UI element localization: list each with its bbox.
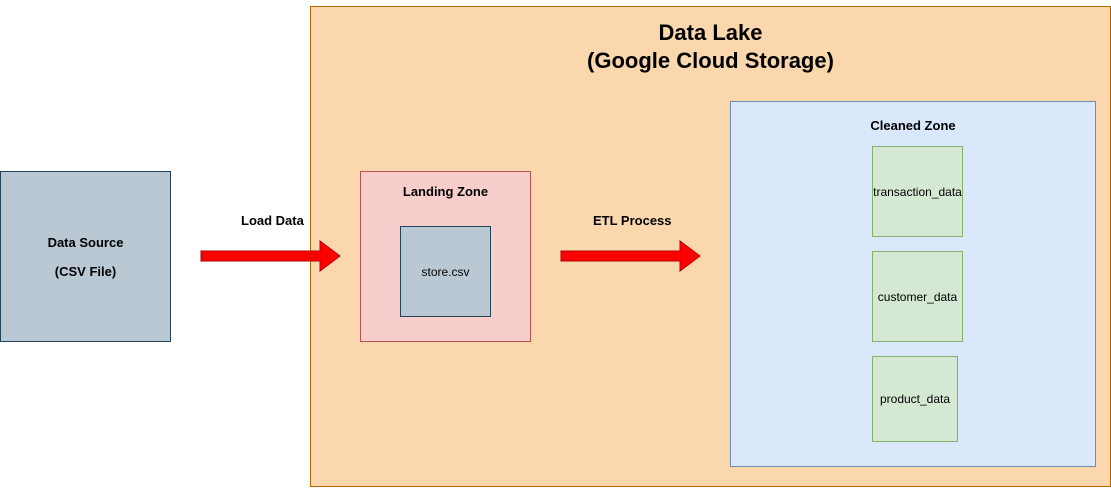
store-csv-file: store.csv	[400, 226, 491, 317]
data-source-node: Data Source (CSV File)	[0, 171, 171, 342]
etl-process-arrow	[560, 240, 701, 272]
data-source-label: Data Source	[47, 234, 124, 250]
data-lake-title: Data Lake (Google Cloud Storage)	[311, 19, 1110, 75]
data-lake-title-line1: Data Lake	[658, 20, 763, 45]
customer-data-label: customer_data	[877, 289, 958, 304]
data-lake-title-line2: (Google Cloud Storage)	[587, 48, 834, 73]
data-source-sublabel: (CSV File)	[54, 263, 117, 279]
product-data-table: product_data	[872, 356, 958, 442]
customer-data-table: customer_data	[872, 251, 963, 342]
product-data-label: product_data	[879, 392, 951, 406]
cleaned-zone-title: Cleaned Zone	[870, 118, 956, 133]
landing-zone-title: Landing Zone	[402, 184, 489, 199]
load-data-label: Load Data	[241, 213, 304, 228]
load-data-arrow	[200, 240, 341, 272]
transaction-data-label: transaction_data	[873, 184, 962, 199]
store-csv-label: store.csv	[421, 264, 470, 279]
etl-process-label: ETL Process	[593, 213, 672, 228]
transaction-data-table: transaction_data	[872, 146, 963, 237]
